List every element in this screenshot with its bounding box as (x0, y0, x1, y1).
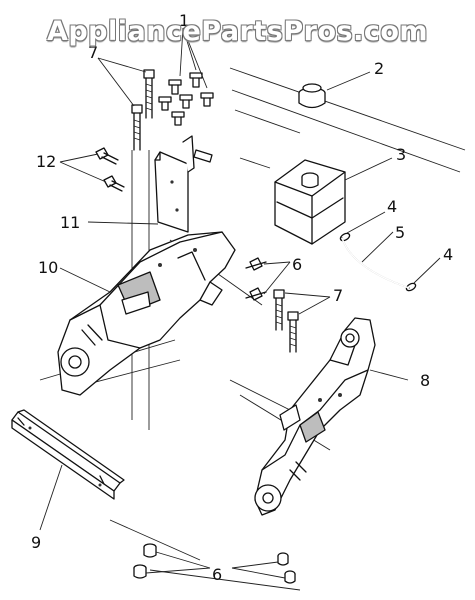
callout-5: 5 (395, 223, 405, 242)
callout-12: 12 (36, 152, 56, 171)
callout-labels: 1 2 3 4 5 4 6 7 7 12 11 10 8 9 6 (31, 11, 453, 584)
part-11-mounting-bracket[interactable] (87, 135, 213, 233)
callout-7-upper: 7 (88, 43, 98, 62)
part-3-fuel-tank[interactable] (274, 157, 393, 245)
callout-10: 10 (38, 258, 58, 277)
part-10-left-frame[interactable] (57, 231, 236, 396)
callout-2: 2 (374, 59, 384, 78)
callout-11: 11 (60, 213, 80, 232)
part-5-fuel-line[interactable] (341, 231, 410, 289)
callout-9: 9 (31, 533, 41, 552)
part-9-front-crossbar[interactable] (11, 409, 125, 531)
part-2-knob-cap[interactable] (298, 71, 371, 109)
part-12-screws[interactable] (59, 147, 125, 192)
part-6-spacers-lower[interactable] (133, 543, 296, 584)
part-1-screws[interactable] (158, 27, 214, 126)
callout-6-upper: 6 (292, 255, 302, 274)
callout-3: 3 (396, 145, 406, 164)
part-6-spacers-upper[interactable] (245, 257, 291, 301)
part-7-long-bolts-upper[interactable] (97, 57, 155, 151)
part-7-bolts-lower[interactable] (273, 289, 331, 353)
callout-4-upper: 4 (387, 197, 397, 216)
callout-6-lower: 6 (212, 565, 222, 584)
callout-1: 1 (179, 11, 189, 30)
callout-8: 8 (420, 371, 430, 390)
callout-4-lower: 4 (443, 245, 453, 264)
part-8-right-frame[interactable] (254, 317, 409, 516)
callout-7-lower: 7 (333, 286, 343, 305)
